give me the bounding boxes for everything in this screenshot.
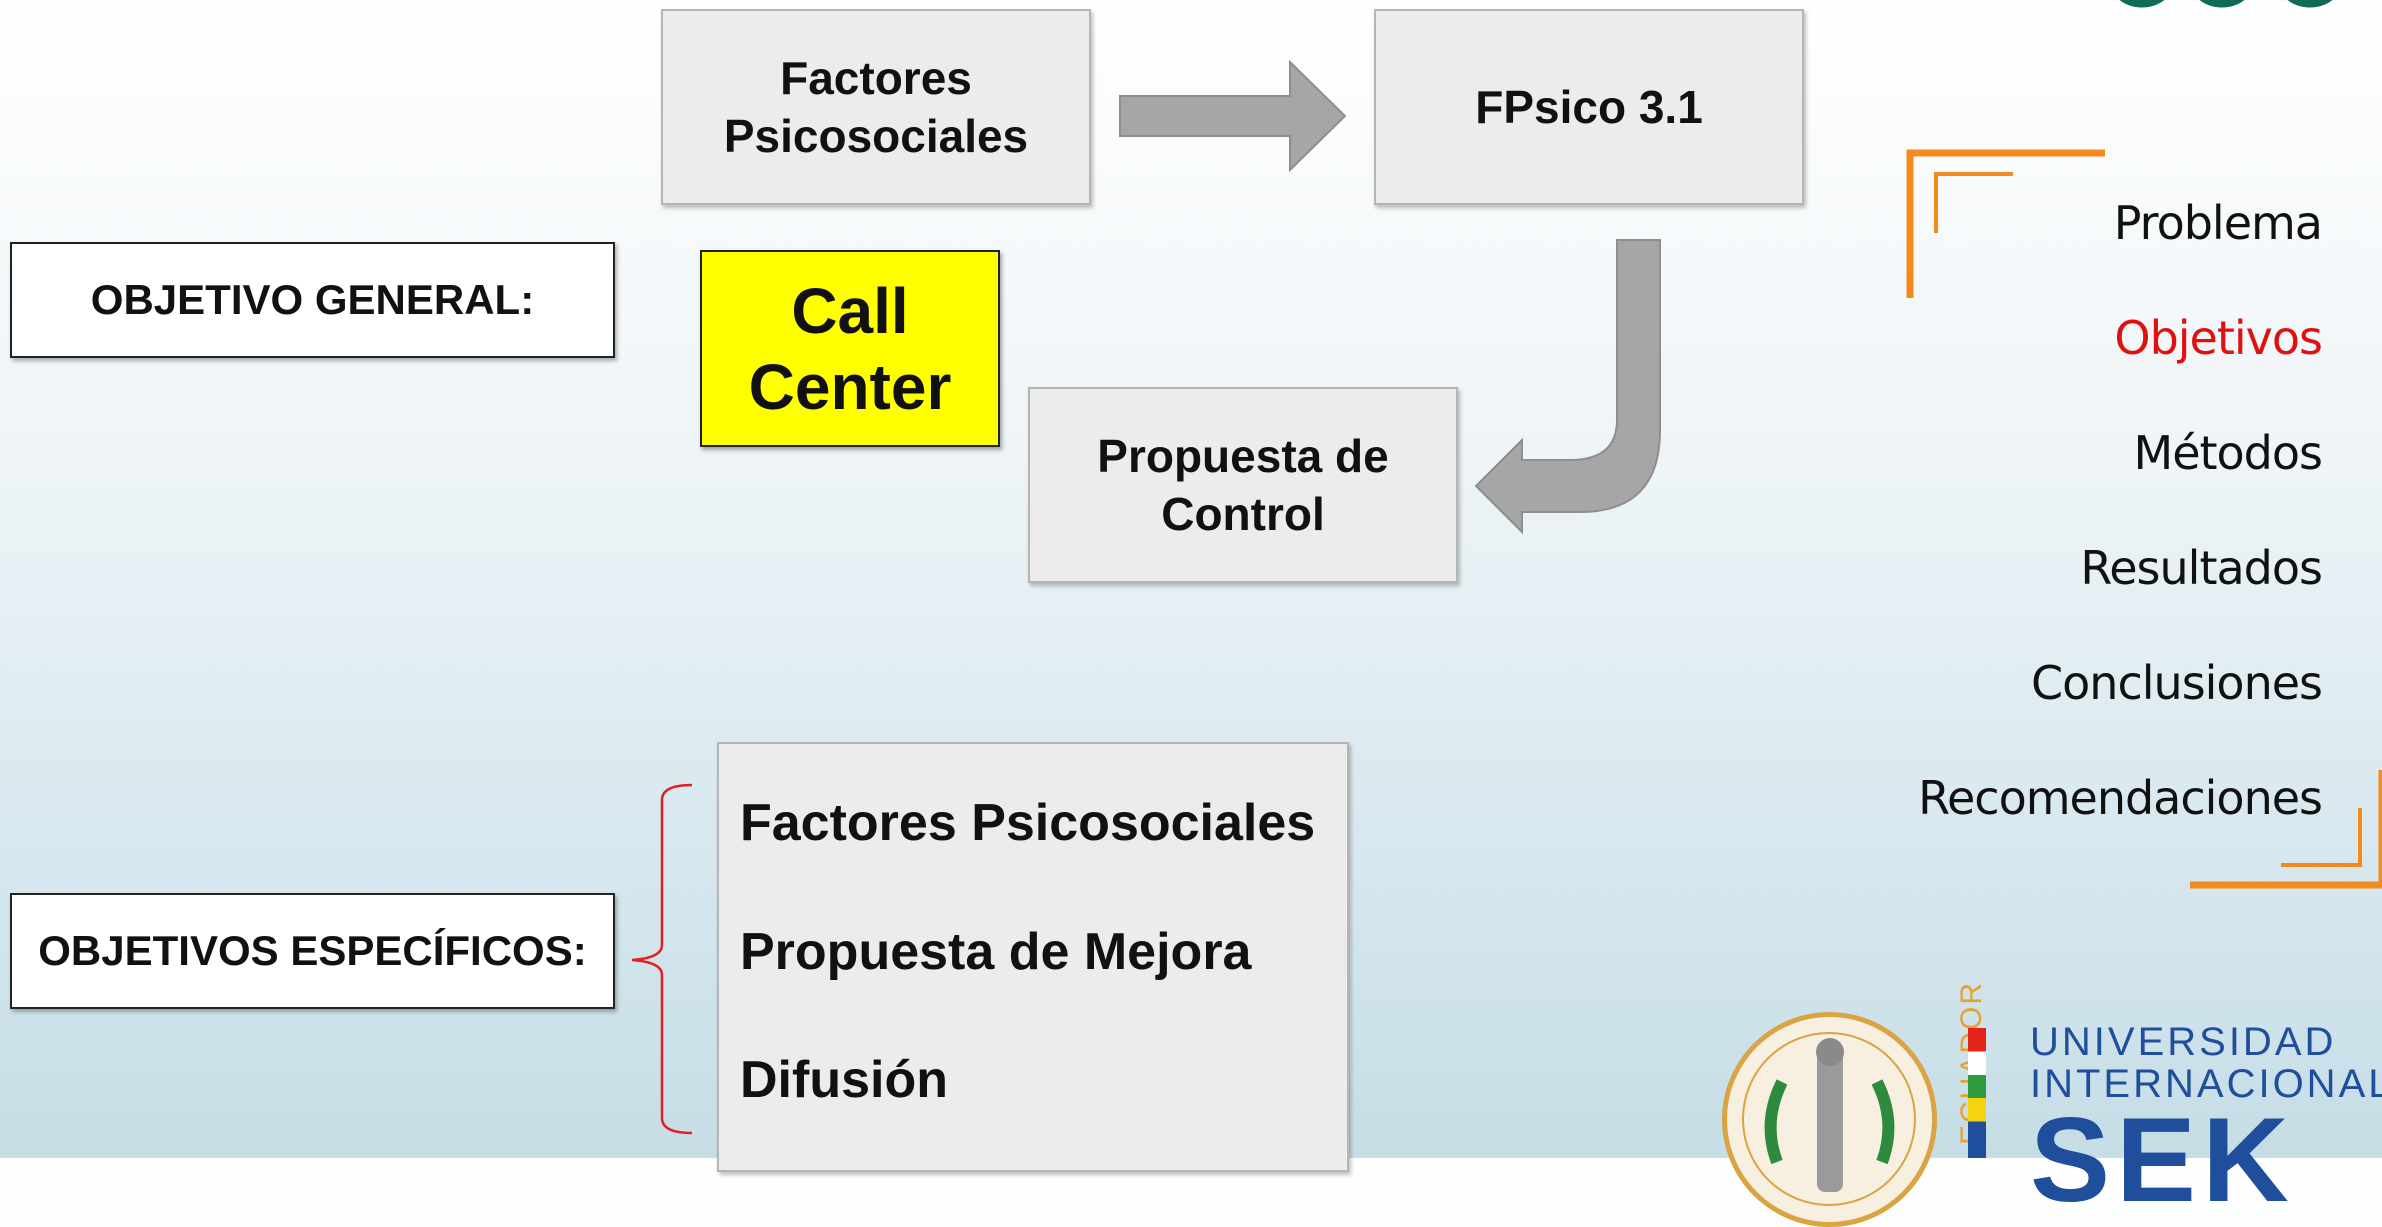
- specific-objectives-bracket: [631, 783, 693, 1135]
- top-logo-circle-3: [2287, 0, 2333, 8]
- top-logo-circle-1: [2119, 0, 2165, 8]
- logo-internacional: INTERNACIONAL: [2030, 1062, 2382, 1106]
- call-center-line-2: Center: [748, 350, 952, 423]
- objetivo-general-label: OBJETIVO GENERAL:: [10, 242, 615, 358]
- specific-objectives-box: [717, 742, 1349, 1172]
- propuesta-line-1: Propuesta de: [1097, 430, 1389, 482]
- logo-sek: SEK: [2030, 1093, 2295, 1227]
- university-seal: [1722, 1012, 1937, 1227]
- specific-objective-2: Propuesta de Mejora: [740, 923, 1252, 981]
- nav-item-problema[interactable]: Problema: [2113, 196, 2323, 250]
- fpsico-label: FPsico 3.1: [1475, 81, 1703, 133]
- nav-bracket-bottom-outer: [2190, 770, 2382, 889]
- arrow-bent-down-left: [1474, 239, 1661, 535]
- seal-emblem-icon: [1742, 1032, 1916, 1206]
- specific-objective-3: Difusión: [740, 1051, 948, 1109]
- nav-bracket-bottom-inner: [2281, 808, 2362, 867]
- factores-psicosociales-box: Factores Psicosociales: [661, 9, 1091, 205]
- nav-item-objetivos[interactable]: Objetivos: [2114, 311, 2323, 365]
- top-logo-circle-2: [2199, 0, 2245, 8]
- diagram-connectors: [631, 0, 2382, 1135]
- specific-objective-1: Factores Psicosociales: [740, 794, 1316, 852]
- nav-item-metodos[interactable]: Métodos: [2133, 426, 2323, 480]
- fpsico-box: FPsico 3.1: [1374, 9, 1804, 205]
- nav-bracket-top-outer: [1906, 149, 2105, 298]
- nav-item-conclusiones[interactable]: Conclusiones: [2031, 656, 2323, 710]
- call-center-box: Call Center: [700, 250, 1000, 447]
- factores-line-2: Psicosociales: [723, 110, 1029, 162]
- nav-item-recomendaciones[interactable]: Recomendaciones: [1918, 771, 2323, 825]
- logo-color-stripe: [1968, 1028, 1986, 1158]
- objetivos-especificos-label: OBJETIVOS ESPECÍFICOS:: [10, 893, 615, 1009]
- arrow-right: [1119, 59, 1347, 173]
- factores-line-1: Factores: [780, 52, 972, 104]
- logo-universidad: UNIVERSIDAD: [2030, 1020, 2337, 1064]
- nav-bracket-top-inner: [1934, 172, 2013, 233]
- nav-item-resultados[interactable]: Resultados: [2080, 541, 2323, 595]
- call-center-line-1: Call: [791, 274, 909, 347]
- propuesta-line-2: Control: [1161, 488, 1325, 540]
- propuesta-control-box: Propuesta de Control: [1028, 387, 1458, 583]
